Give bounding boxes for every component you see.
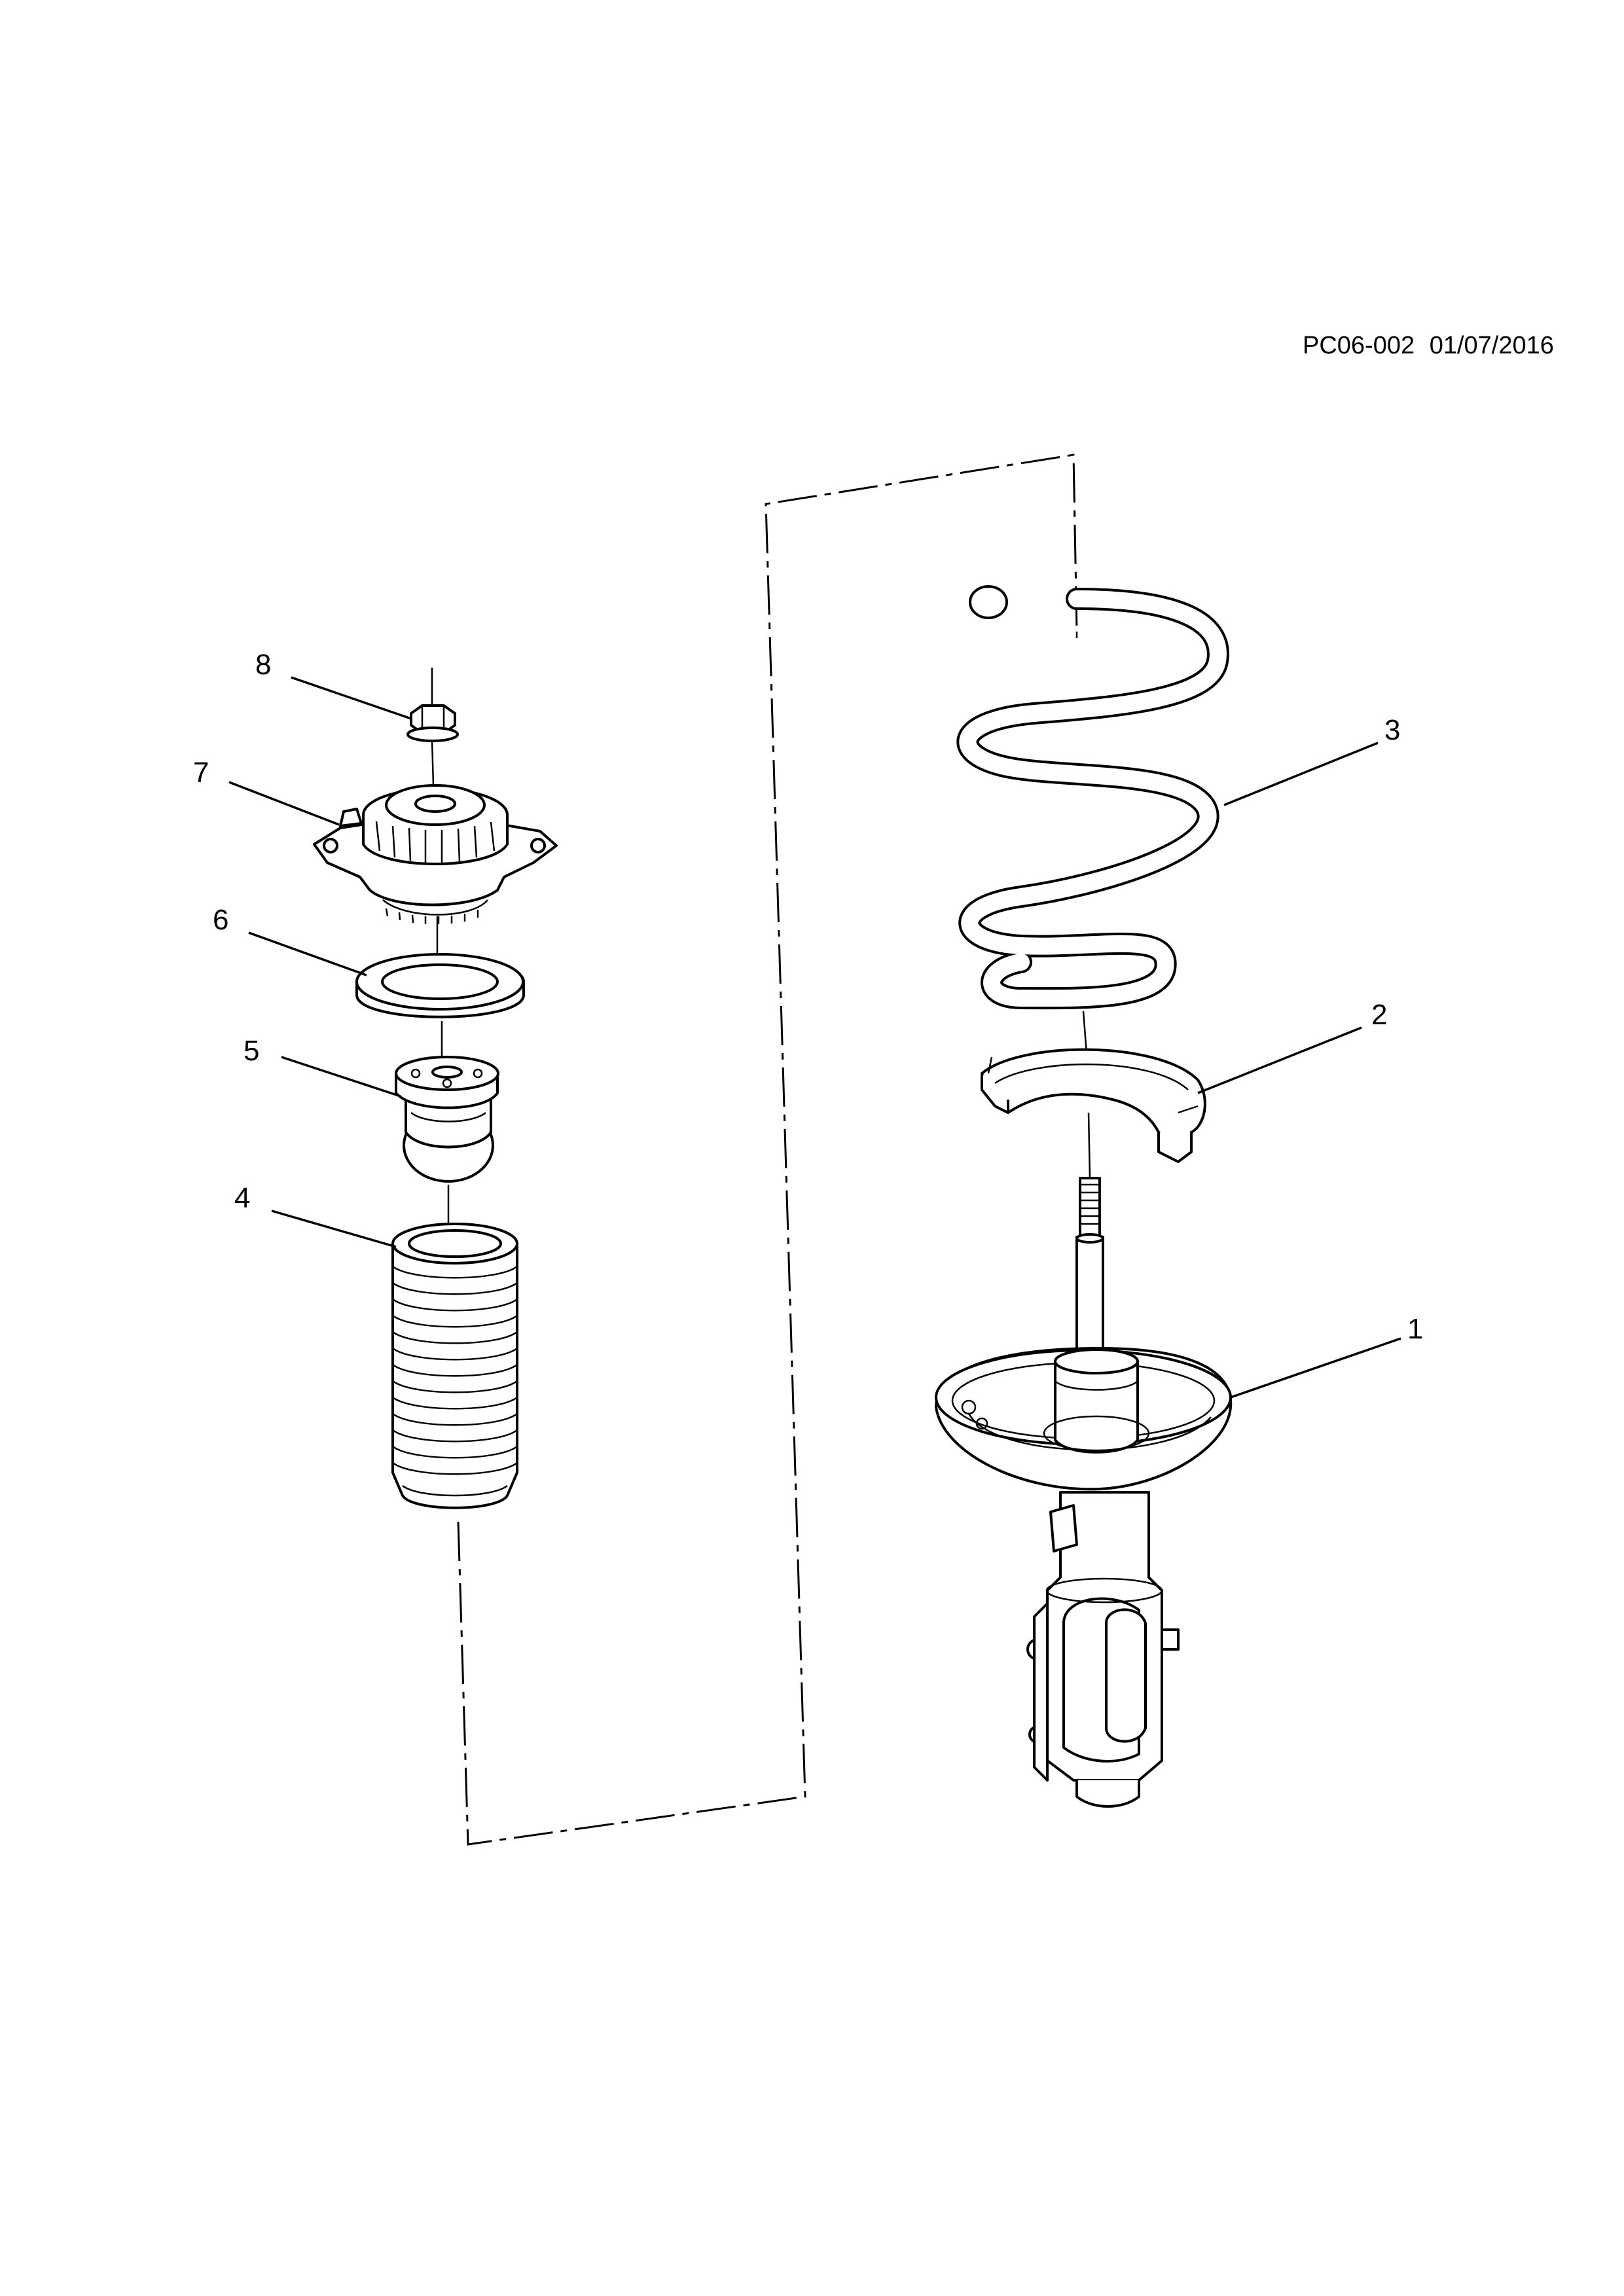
strut-nut	[406, 704, 459, 742]
strut-assembly	[935, 1177, 1233, 1808]
axis-segment	[1087, 1112, 1091, 1179]
leader-6	[248, 931, 367, 977]
bump-stop	[395, 1056, 499, 1183]
callout-5: 5	[244, 1035, 259, 1067]
leader-8	[291, 676, 412, 720]
reference-date: 01/07/2016	[1430, 332, 1554, 359]
assembly-phantom-line	[457, 454, 1078, 1846]
leader-1	[1230, 1337, 1401, 1399]
reference-code: PC06-002	[1303, 332, 1415, 359]
callout-2: 2	[1371, 999, 1387, 1031]
callout-4: 4	[234, 1182, 250, 1214]
leader-4	[271, 1210, 397, 1248]
leader-3	[1223, 742, 1379, 806]
leader-2	[1197, 1026, 1362, 1094]
callout-3: 3	[1384, 714, 1400, 746]
leader-5	[281, 1056, 401, 1098]
callout-6: 6	[213, 904, 228, 936]
coil-spring	[956, 585, 1229, 1010]
leader-7	[228, 781, 340, 826]
strut-mount	[313, 784, 558, 924]
callout-8: 8	[255, 649, 271, 681]
reference-label: PC06-002 01/07/2016	[1303, 332, 1554, 359]
right-assembly-axis	[1082, 1011, 1088, 1054]
spring-lower-insulator	[981, 1048, 1206, 1163]
axis-segment	[431, 739, 435, 786]
dust-boot	[391, 1223, 518, 1509]
callout-1: 1	[1407, 1313, 1423, 1345]
spring-upper-insulator	[355, 953, 525, 1018]
callout-7: 7	[193, 757, 209, 789]
